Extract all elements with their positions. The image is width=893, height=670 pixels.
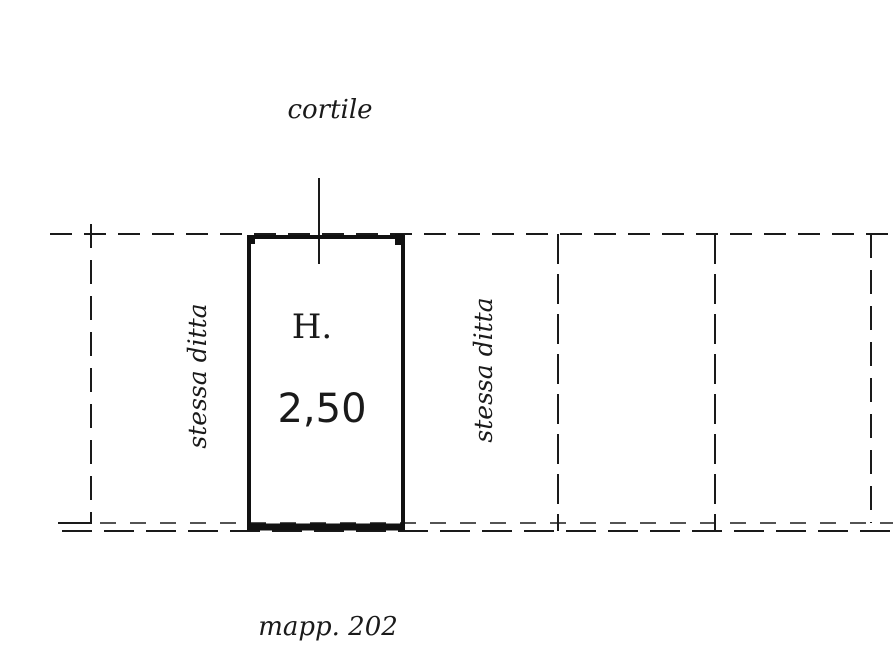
parcel-label: mapp. 202 [258,612,398,642]
courtyard-label: cortile [287,95,372,125]
right-unit-label: stessa ditta [469,297,498,442]
main-room-corner-left [247,235,255,244]
room-height-value: 2,50 [277,386,366,432]
main-room-outline [247,235,405,529]
room-height-label: H. [292,307,332,347]
left-unit-label: stessa ditta [183,303,212,448]
main-room-corner-right [395,234,404,245]
